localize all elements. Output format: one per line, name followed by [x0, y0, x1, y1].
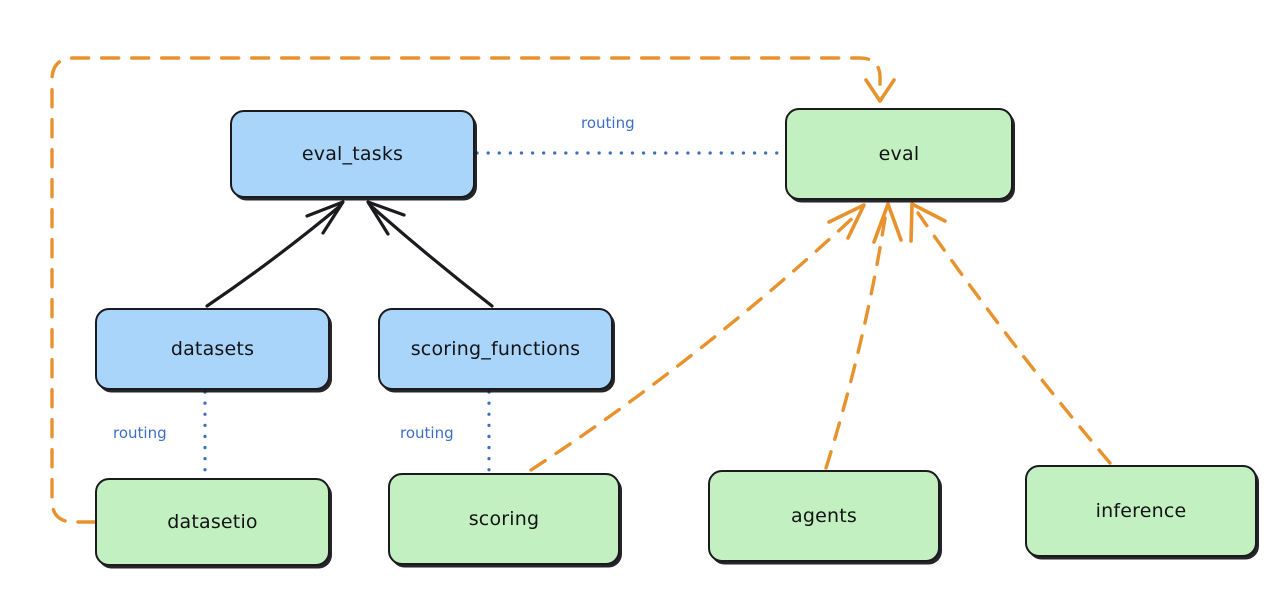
edge-datasets-eval_tasks [205, 200, 345, 308]
edge-inference-eval [909, 202, 1112, 465]
node-scoring-functions[interactable]: scoring_functions [378, 308, 613, 390]
node-eval-tasks[interactable]: eval_tasks [230, 110, 475, 198]
edge-label-datasets-datasetio: routing [110, 424, 170, 442]
edge-agents-eval [824, 202, 903, 470]
node-label: datasetio [167, 511, 258, 533]
node-datasets[interactable]: datasets [95, 308, 330, 390]
node-label: agents [791, 505, 857, 527]
node-label: scoring_functions [410, 338, 581, 360]
node-label: inference [1095, 500, 1187, 522]
edge-label-scoring-functions-scoring: routing [397, 424, 457, 442]
node-eval[interactable]: eval [785, 108, 1013, 200]
node-label: eval_tasks [301, 143, 404, 165]
node-label: datasets [170, 338, 255, 360]
node-agents[interactable]: agents [708, 470, 940, 562]
node-label: eval [878, 143, 920, 165]
node-label: scoring [468, 508, 540, 530]
edge-label-eval-tasks-eval: routing [578, 114, 638, 132]
edge-scoring_functions-eval_tasks [366, 200, 494, 308]
node-datasetio[interactable]: datasetio [95, 478, 330, 566]
node-scoring[interactable]: scoring [388, 473, 620, 565]
node-inference[interactable]: inference [1025, 465, 1257, 557]
